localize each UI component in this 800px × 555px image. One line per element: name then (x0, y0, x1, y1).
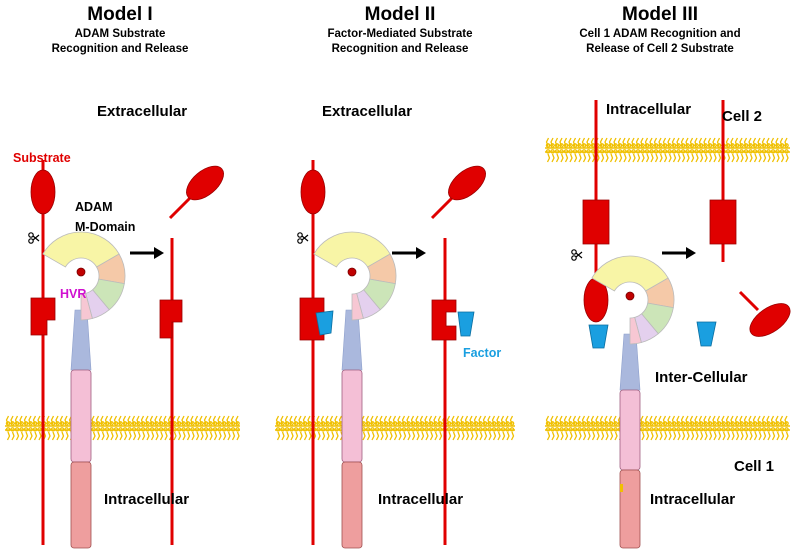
model-1-adam-cytoplasmic-tail (70, 461, 92, 549)
model-3-adam-cytoplasmic-tail (619, 469, 641, 549)
model-2-substrate-juxtamembrane (299, 297, 325, 341)
model-3-adam-zinc-dot (625, 291, 635, 301)
model-1-arrow-right-icon (130, 247, 164, 259)
model-1-substrate (30, 160, 56, 545)
model-3-adam-transmembrane (619, 389, 641, 471)
m-domain-label: M-Domain (75, 220, 136, 234)
hvr-label: HVR (60, 287, 87, 301)
model-3-scissors-icon (571, 249, 583, 261)
model-1-substrate-head (30, 169, 56, 215)
model-2-adam-zinc-dot (347, 267, 357, 277)
model-1-remnant-juxtamembrane (159, 299, 183, 339)
model-2-released-stalk (430, 196, 454, 220)
model-3-scissors-icon-blades (575, 251, 583, 259)
model-3-released-stalk (738, 290, 760, 312)
membrane-cell-2 (545, 137, 790, 163)
model-2-arrow-right-icon-head (416, 247, 426, 259)
model-2-title: Model II (364, 4, 436, 25)
model-3-adam-m-domain-yellow (591, 255, 669, 292)
model-1-arrow-right-icon-head (154, 247, 164, 259)
model-3-intracellular-top-label: Intracellular (606, 101, 692, 118)
model-2-adam (313, 231, 397, 549)
model-3-scissors-icon-ring-b (571, 255, 577, 261)
model-1-adam-m-domain-yellow (42, 231, 120, 268)
model-2-subtitle-line2: Recognition and Release (331, 43, 469, 55)
model-3-substrate-juxtamembrane (582, 199, 610, 245)
model-2-remnant-juxtamembrane (431, 299, 457, 341)
model-2-adam-transmembrane (341, 369, 363, 463)
model-1-scissors-icon-ring-b (28, 238, 34, 244)
model-1-released-head (186, 165, 224, 201)
membrane-model-2 (275, 415, 515, 441)
model-2-remnant (431, 238, 457, 545)
model-3-released-ectodomain (738, 290, 791, 337)
model-2-extracellular-label: Extracellular (322, 103, 413, 120)
model-1-released-ectodomain (168, 165, 224, 220)
model-2-adam-cytoplasmic-tail (341, 461, 363, 549)
model-3-adam-hvr-pink (629, 316, 642, 345)
model-1-subtitle-line1: ADAM Substrate (74, 28, 166, 40)
model-1-scissors-icon-blades (32, 234, 40, 242)
model-3-released-head (749, 303, 791, 337)
model-2-scissors-icon-ring-a (297, 232, 303, 238)
model-2-arrow-right-icon (392, 247, 426, 259)
model-1-extracellular-label: Extracellular (97, 103, 188, 120)
model-2-scissors-icon-blades (301, 234, 309, 242)
membrane-model-1 (5, 415, 240, 441)
membrane-cell-1 (545, 415, 790, 441)
model-2-adam-m-domain-yellow (313, 231, 391, 268)
model-1-subtitle-line2: Recognition and Release (51, 43, 189, 55)
model-2-factor-bound (315, 310, 334, 336)
substrate-label: Substrate (13, 151, 71, 165)
model-3-arrow-right-icon-head (686, 247, 696, 259)
model-1-released-stalk (168, 196, 192, 220)
inter-cellular-label: Inter-Cellular (655, 369, 748, 386)
model-2-factor-free (457, 311, 475, 337)
model-2-substrate (299, 160, 326, 545)
model-3-factor-bound (588, 324, 609, 349)
adam-label: ADAM (75, 200, 113, 214)
membrane-model-1-lipids (5, 415, 240, 441)
model-3-remnant-juxtamembrane (709, 199, 737, 245)
model-1-substrate-juxtamembrane (30, 297, 56, 336)
model-3-subtitle-line2: Release of Cell 2 Substrate (586, 43, 734, 55)
model-1-adam-transmembrane (70, 369, 92, 463)
model-1-scissors-icon (28, 232, 40, 244)
model-3-subtitle-line1: Cell 1 ADAM Recognition and (579, 28, 741, 40)
membrane-cell-2-lipids (545, 137, 789, 163)
cell-2-label: Cell 2 (722, 108, 763, 125)
model-2-subtitle-line1: Factor-Mediated Substrate (327, 28, 473, 40)
model-1-scissors-icon-ring-a (28, 232, 34, 238)
model-3-adam (591, 255, 675, 549)
model-3-arrow-right-icon (662, 247, 696, 259)
model-3-factor-free (696, 321, 717, 347)
membrane-cell-1-lipids (545, 415, 789, 441)
model-2-released-head (448, 165, 486, 201)
factor-label: Factor (463, 346, 502, 360)
cell-1-label: Cell 1 (734, 458, 775, 475)
model-2-released-ectodomain (430, 165, 486, 220)
model-1-title: Model I (87, 4, 153, 25)
model-1-adam-hvr-pink (80, 292, 93, 321)
model-3-intracellular-bottom-label: Intracellular (650, 491, 736, 508)
model-1-adam (42, 231, 126, 549)
model-1-intracellular-label: Intracellular (104, 491, 190, 508)
model-2-intracellular-label: Intracellular (378, 491, 464, 508)
model-1-remnant (159, 238, 183, 545)
model-2-substrate-head (300, 169, 326, 215)
model-2-scissors-icon (297, 232, 309, 244)
model-2-adam-hvr-pink (351, 292, 364, 321)
model-2-scissors-icon-ring-b (297, 238, 303, 244)
model-3-tail-mark (620, 484, 623, 492)
model-3-title: Model III (622, 4, 698, 25)
model-3-remnant (709, 100, 737, 262)
model-1-adam-zinc-dot (76, 267, 86, 277)
model-3-scissors-icon-ring-a (571, 249, 577, 255)
